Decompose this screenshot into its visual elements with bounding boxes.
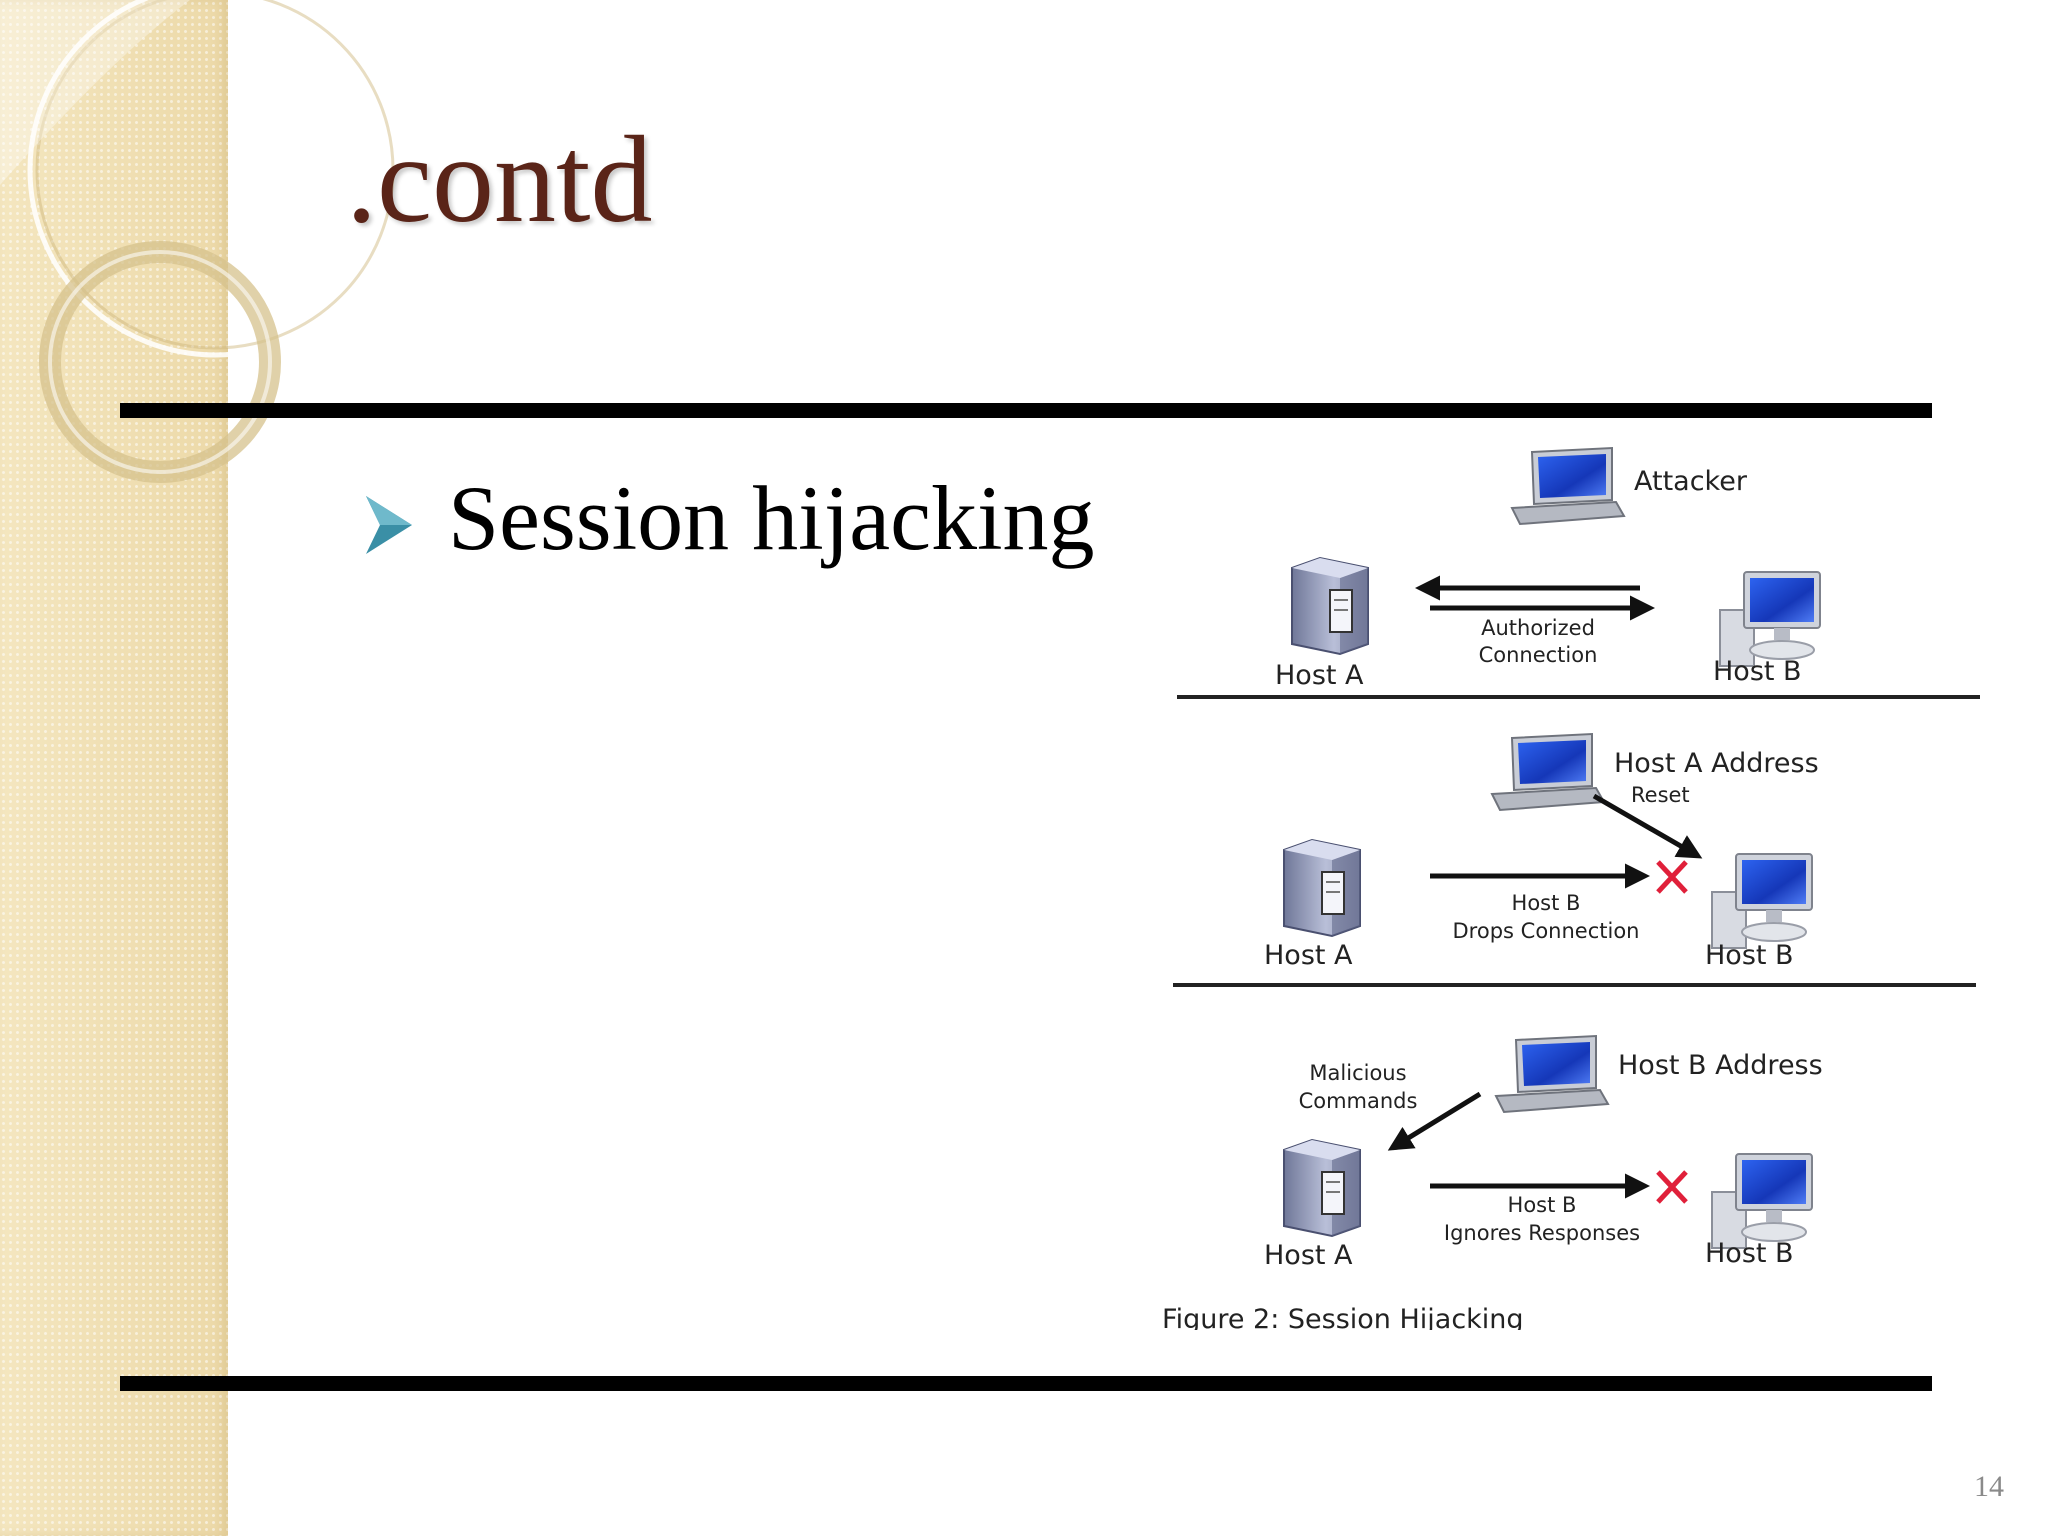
panel3-attack-label-line2: Commands <box>1299 1089 1418 1113</box>
host-a-server-icon <box>1283 839 1361 937</box>
attacker-laptop-icon <box>1511 447 1625 525</box>
attacker-laptop-icon <box>1491 733 1605 811</box>
panel2-attack-label: Reset <box>1631 783 1690 807</box>
panel3-link-label-line2: Ignores Responses <box>1444 1221 1640 1245</box>
panel3-attack-label-line1: Malicious <box>1309 1061 1406 1085</box>
panel2-host-b-label: Host B <box>1705 940 1794 971</box>
panel3-attacker-label: Host B Address <box>1618 1050 1823 1081</box>
host-b-desktop-icon <box>1711 853 1813 949</box>
bullet-arrow-icon <box>366 496 412 554</box>
panel3-host-a-label: Host A <box>1264 1240 1353 1271</box>
panel3-fail-x-icon <box>1656 1170 1688 1204</box>
host-b-desktop-icon <box>1719 571 1821 667</box>
top-divider <box>120 403 1932 418</box>
bullet-session-hijacking: Session hijacking <box>448 467 1095 569</box>
panel2-link-label-line1: Host B <box>1512 891 1581 915</box>
slide-number: 14 <box>1974 1470 2004 1503</box>
attacker-laptop-icon <box>1495 1035 1609 1113</box>
panel3-link-label-line1: Host B <box>1508 1193 1577 1217</box>
session-hijacking-diagram: Attacker Host A Authorized Connection Ho… <box>1162 447 1980 1330</box>
decorative-side-strip <box>0 0 228 1536</box>
panel3-attack-arrow <box>1387 1091 1482 1151</box>
panel2-host-a-label: Host A <box>1264 940 1353 971</box>
figure-caption: Figure 2: Session Hijacking <box>1162 1304 1524 1330</box>
panel2-attacker-label: Host A Address <box>1614 748 1819 779</box>
host-a-server-icon <box>1291 557 1369 655</box>
panel1-host-a-label: Host A <box>1275 660 1364 691</box>
panel1-attacker-label: Attacker <box>1634 466 1748 497</box>
host-b-desktop-icon <box>1711 1153 1813 1249</box>
panel3-host-b-label: Host B <box>1705 1238 1794 1269</box>
host-a-server-icon <box>1283 1139 1361 1237</box>
panel2-link-label-line2: Drops Connection <box>1453 919 1640 943</box>
panel2-attack-arrow <box>1592 793 1703 859</box>
panel1-host-b-label: Host B <box>1713 656 1802 687</box>
panel1-link-label-line1: Authorized <box>1481 616 1595 640</box>
panel1-link-label-line2: Connection <box>1479 643 1598 667</box>
panel2-fail-x-icon <box>1656 860 1688 894</box>
slide-title: .contd <box>346 111 653 248</box>
bottom-divider <box>120 1376 1932 1391</box>
